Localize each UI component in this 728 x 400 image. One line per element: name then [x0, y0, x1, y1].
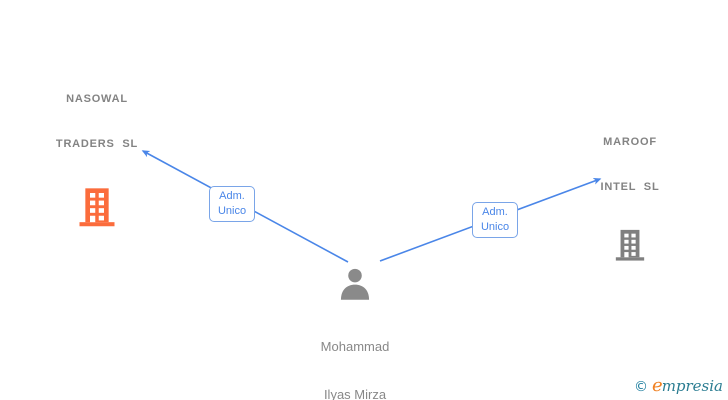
- brand-wordmark: empresia: [652, 375, 723, 396]
- edge-label-adm-unico-right[interactable]: Adm. Unico: [472, 202, 518, 238]
- company-name: MAROOF INTEL SL: [600, 136, 660, 193]
- building-icon: [613, 228, 647, 267]
- empresia-watermark-logo[interactable]: © empresia: [634, 375, 723, 396]
- node-company-nasowal-traders-sl[interactable]: NASOWAL TRADERS SL: [7, 62, 187, 233]
- building-icon: [76, 186, 118, 233]
- company-name: NASOWAL TRADERS SL: [55, 93, 139, 150]
- node-company-maroof-intel-sl[interactable]: MAROOF INTEL SL: [540, 105, 720, 267]
- edge-label-line: Adm.: [482, 206, 508, 218]
- node-person-mohammad-ilyas-mirza[interactable]: Mohammad Ilyas Mirza: [265, 266, 445, 400]
- edge-label-adm-unico-left[interactable]: Adm. Unico: [209, 186, 255, 222]
- copyright-icon: ©: [634, 379, 649, 395]
- person-name: Mohammad Ilyas Mirza: [320, 339, 390, 400]
- edge-label-line: Unico: [480, 221, 510, 233]
- edge-label-line: Unico: [217, 205, 247, 217]
- person-icon: [337, 266, 373, 307]
- edge-label-line: Adm.: [219, 190, 245, 202]
